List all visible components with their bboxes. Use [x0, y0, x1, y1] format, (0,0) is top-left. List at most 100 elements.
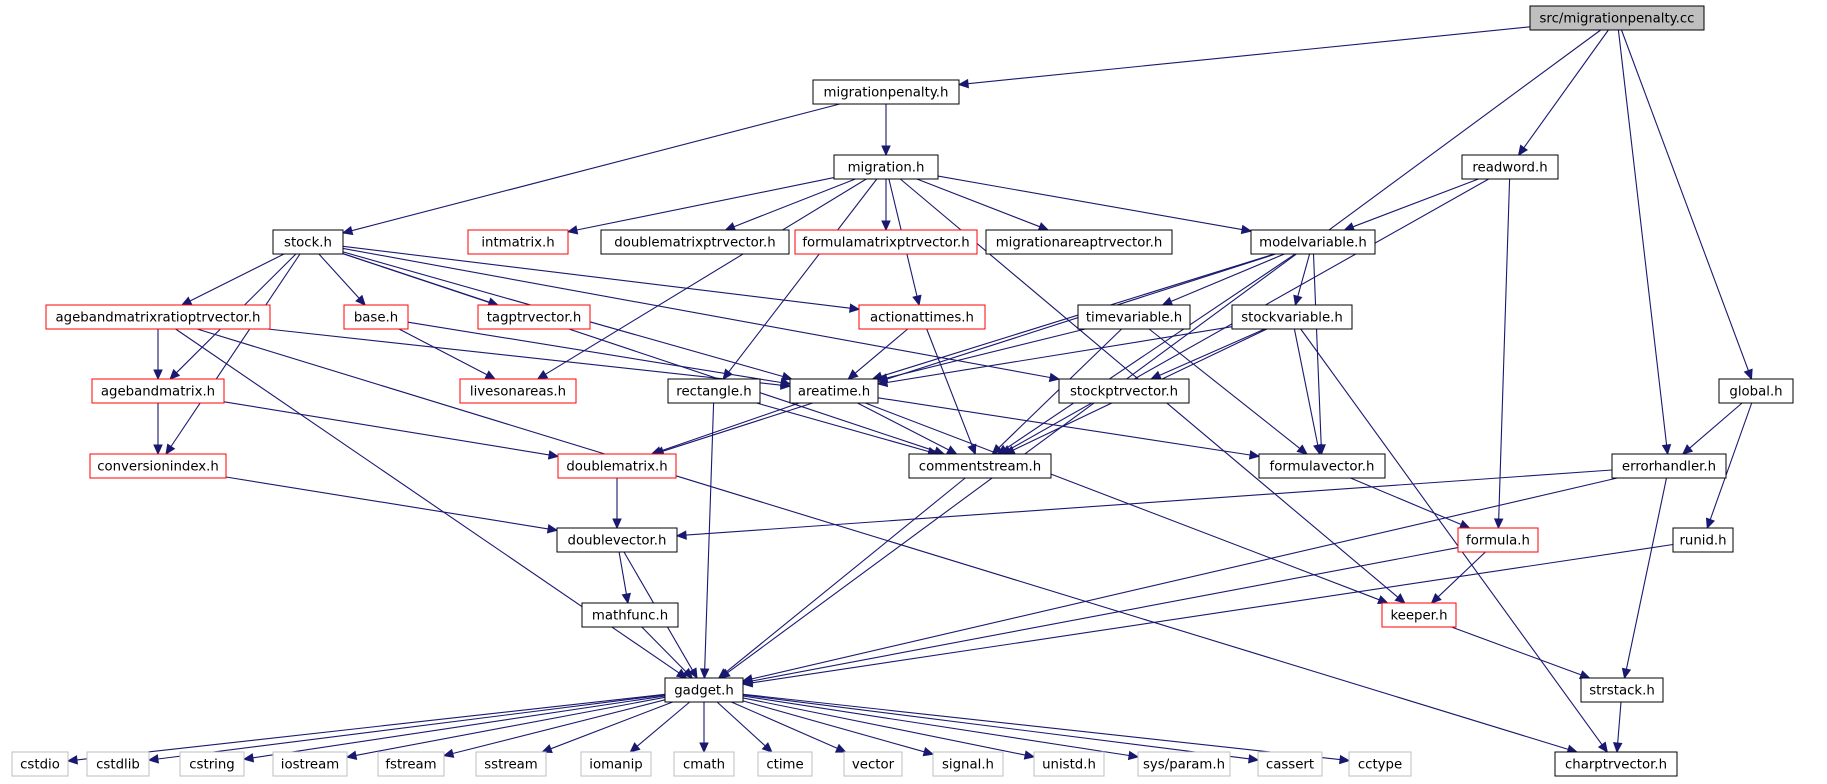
node-cmath[interactable]: cmath: [673, 751, 735, 777]
node-errorhandler-h[interactable]: errorhandler.h: [1611, 453, 1727, 479]
arrowhead: [1458, 519, 1471, 529]
edge-line: [618, 551, 627, 595]
arrowhead: [1248, 450, 1261, 460]
node-migrationareaptrvector-h[interactable]: migrationareaptrvector.h: [985, 229, 1173, 255]
node-charptrvector-h[interactable]: charptrvector.h: [1554, 751, 1678, 777]
edge-base-h-to-areatime-h: [407, 321, 792, 388]
node-agebandmatrix-h[interactable]: agebandmatrix.h: [91, 378, 225, 404]
edge-line: [1297, 253, 1311, 297]
node-label: rectangle.h: [676, 385, 751, 400]
node-migrationpenalty-h[interactable]: migrationpenalty.h: [812, 79, 960, 105]
node-runid-h[interactable]: runid.h: [1672, 527, 1734, 553]
edge-doublematrix-h-to-doublevector-h: [612, 478, 622, 530]
arrowhead: [922, 747, 935, 757]
node-label: ctime: [766, 758, 803, 773]
node-formulavector-h[interactable]: formulavector.h: [1258, 453, 1386, 479]
arrowhead: [881, 220, 891, 232]
edge-line: [452, 699, 666, 755]
node-tagptrvector-h[interactable]: tagptrvector.h: [477, 304, 591, 330]
edge-commentstream-h-to-gadget-h: [717, 477, 966, 679]
node-box: [1258, 453, 1386, 479]
edge-line: [1159, 328, 1266, 376]
node-readword-h[interactable]: readword.h: [1461, 154, 1559, 180]
node-global-h[interactable]: global.h: [1718, 378, 1794, 404]
node-keeper-h[interactable]: keeper.h: [1381, 602, 1457, 628]
node-formula-h[interactable]: formula.h: [1457, 527, 1539, 553]
node-doublevector-h[interactable]: doublevector.h: [556, 527, 678, 553]
arrowhead: [442, 748, 455, 758]
edge-line: [967, 26, 1531, 85]
node-ctime[interactable]: ctime: [757, 751, 813, 777]
arrowhead: [946, 445, 958, 455]
edge-line: [351, 103, 840, 232]
edge-line: [225, 476, 549, 530]
edge-gadget-h-to-sstream: [541, 701, 673, 754]
arrowhead: [699, 742, 709, 754]
edge-readword-h-to-formula-h: [1493, 178, 1511, 530]
node-sstream[interactable]: sstream: [475, 751, 547, 777]
edge-line: [886, 328, 1086, 379]
node-stockvariable-h[interactable]: stockvariable.h: [1231, 304, 1353, 330]
node-cctype[interactable]: cctype: [1348, 751, 1412, 777]
edge-line: [1352, 178, 1479, 228]
node-cstring[interactable]: cstring: [179, 751, 245, 777]
node-box: [1554, 751, 1678, 777]
node-gadget-h[interactable]: gadget.h: [664, 677, 744, 703]
edge-line: [742, 697, 1026, 756]
node-areatime-h[interactable]: areatime.h: [789, 378, 879, 404]
node-doublematrixptrvector-h[interactable]: doublematrixptrvector.h: [600, 229, 790, 255]
node-box: [858, 304, 986, 330]
node-migration-h[interactable]: migration.h: [833, 154, 939, 180]
edge-actionattimes-h-to-commentstream-h: [926, 328, 977, 456]
arrowhead: [1313, 443, 1323, 456]
edge-line: [318, 253, 360, 299]
node-iostream[interactable]: iostream: [272, 751, 348, 777]
node-cstdio[interactable]: cstdio: [11, 751, 69, 777]
node-mathfunc-h[interactable]: mathfunc.h: [581, 602, 679, 628]
node-unistd-h[interactable]: unistd.h: [1033, 751, 1105, 777]
node-stock-h[interactable]: stock.h: [272, 229, 344, 255]
node-doublematrix-h[interactable]: doublematrix.h: [557, 453, 677, 479]
arrowhead: [1127, 750, 1140, 761]
node-agebandmatrixratioptrvector-h[interactable]: agebandmatrixratioptrvector.h: [45, 304, 271, 330]
node-box: [581, 602, 679, 628]
node-actionattimes-h[interactable]: actionattimes.h: [858, 304, 986, 330]
edge-line: [1451, 626, 1582, 676]
node-commentstream-h[interactable]: commentstream.h: [908, 453, 1052, 479]
node-base-h[interactable]: base.h: [343, 304, 409, 330]
node-livesonareas-h[interactable]: livesonareas.h: [459, 378, 577, 404]
node-stockptrvector-h[interactable]: stockptrvector.h: [1058, 378, 1190, 404]
arrowhead: [1161, 296, 1174, 306]
arrowhead: [153, 444, 163, 456]
node-strstack-h[interactable]: strstack.h: [1580, 677, 1664, 703]
edge-gadget-h-to-cstdio: [66, 693, 666, 765]
node-vector[interactable]: vector: [843, 751, 903, 777]
node-timevariable-h[interactable]: timevariable.h: [1077, 304, 1191, 330]
node-box: [179, 751, 245, 777]
arrowhead: [876, 377, 889, 388]
edge-timevariable-h-to-formulavector-h: [1148, 328, 1308, 455]
node-modelvariable-h[interactable]: modelvariable.h: [1250, 229, 1376, 255]
node-cstdlib[interactable]: cstdlib: [86, 751, 150, 777]
node-fstream[interactable]: fstream: [377, 751, 445, 777]
node-sys-param-h[interactable]: sys/param.h: [1137, 751, 1231, 777]
node-formulamatrixptrvector-h[interactable]: formulamatrixptrvector.h: [794, 229, 978, 255]
node-box: [794, 229, 978, 255]
node-intmatrix-h[interactable]: intmatrix.h: [467, 229, 569, 255]
edge-root-to-migrationpenalty-h: [957, 26, 1531, 89]
edge-agebandmatrixratioptrvector-h-to-agebandmatrix-h: [153, 329, 163, 381]
node-root[interactable]: src/migrationpenalty.cc: [1529, 5, 1705, 31]
node-label: cstdio: [20, 758, 60, 773]
node-rectangle-h[interactable]: rectangle.h: [667, 378, 761, 404]
arrowhead: [1681, 444, 1694, 455]
node-signal-h[interactable]: signal.h: [932, 751, 1004, 777]
arrowhead: [849, 303, 861, 313]
node-cassert[interactable]: cassert: [1257, 751, 1323, 777]
edge-line: [742, 700, 925, 753]
arrowhead: [147, 754, 159, 764]
node-conversionindex-h[interactable]: conversionindex.h: [89, 453, 227, 479]
node-iomanip[interactable]: iomanip: [580, 751, 652, 777]
edge-line: [407, 321, 782, 384]
node-box: [89, 453, 227, 479]
edge-migration-h-to-livesonareas-h: [536, 178, 867, 380]
